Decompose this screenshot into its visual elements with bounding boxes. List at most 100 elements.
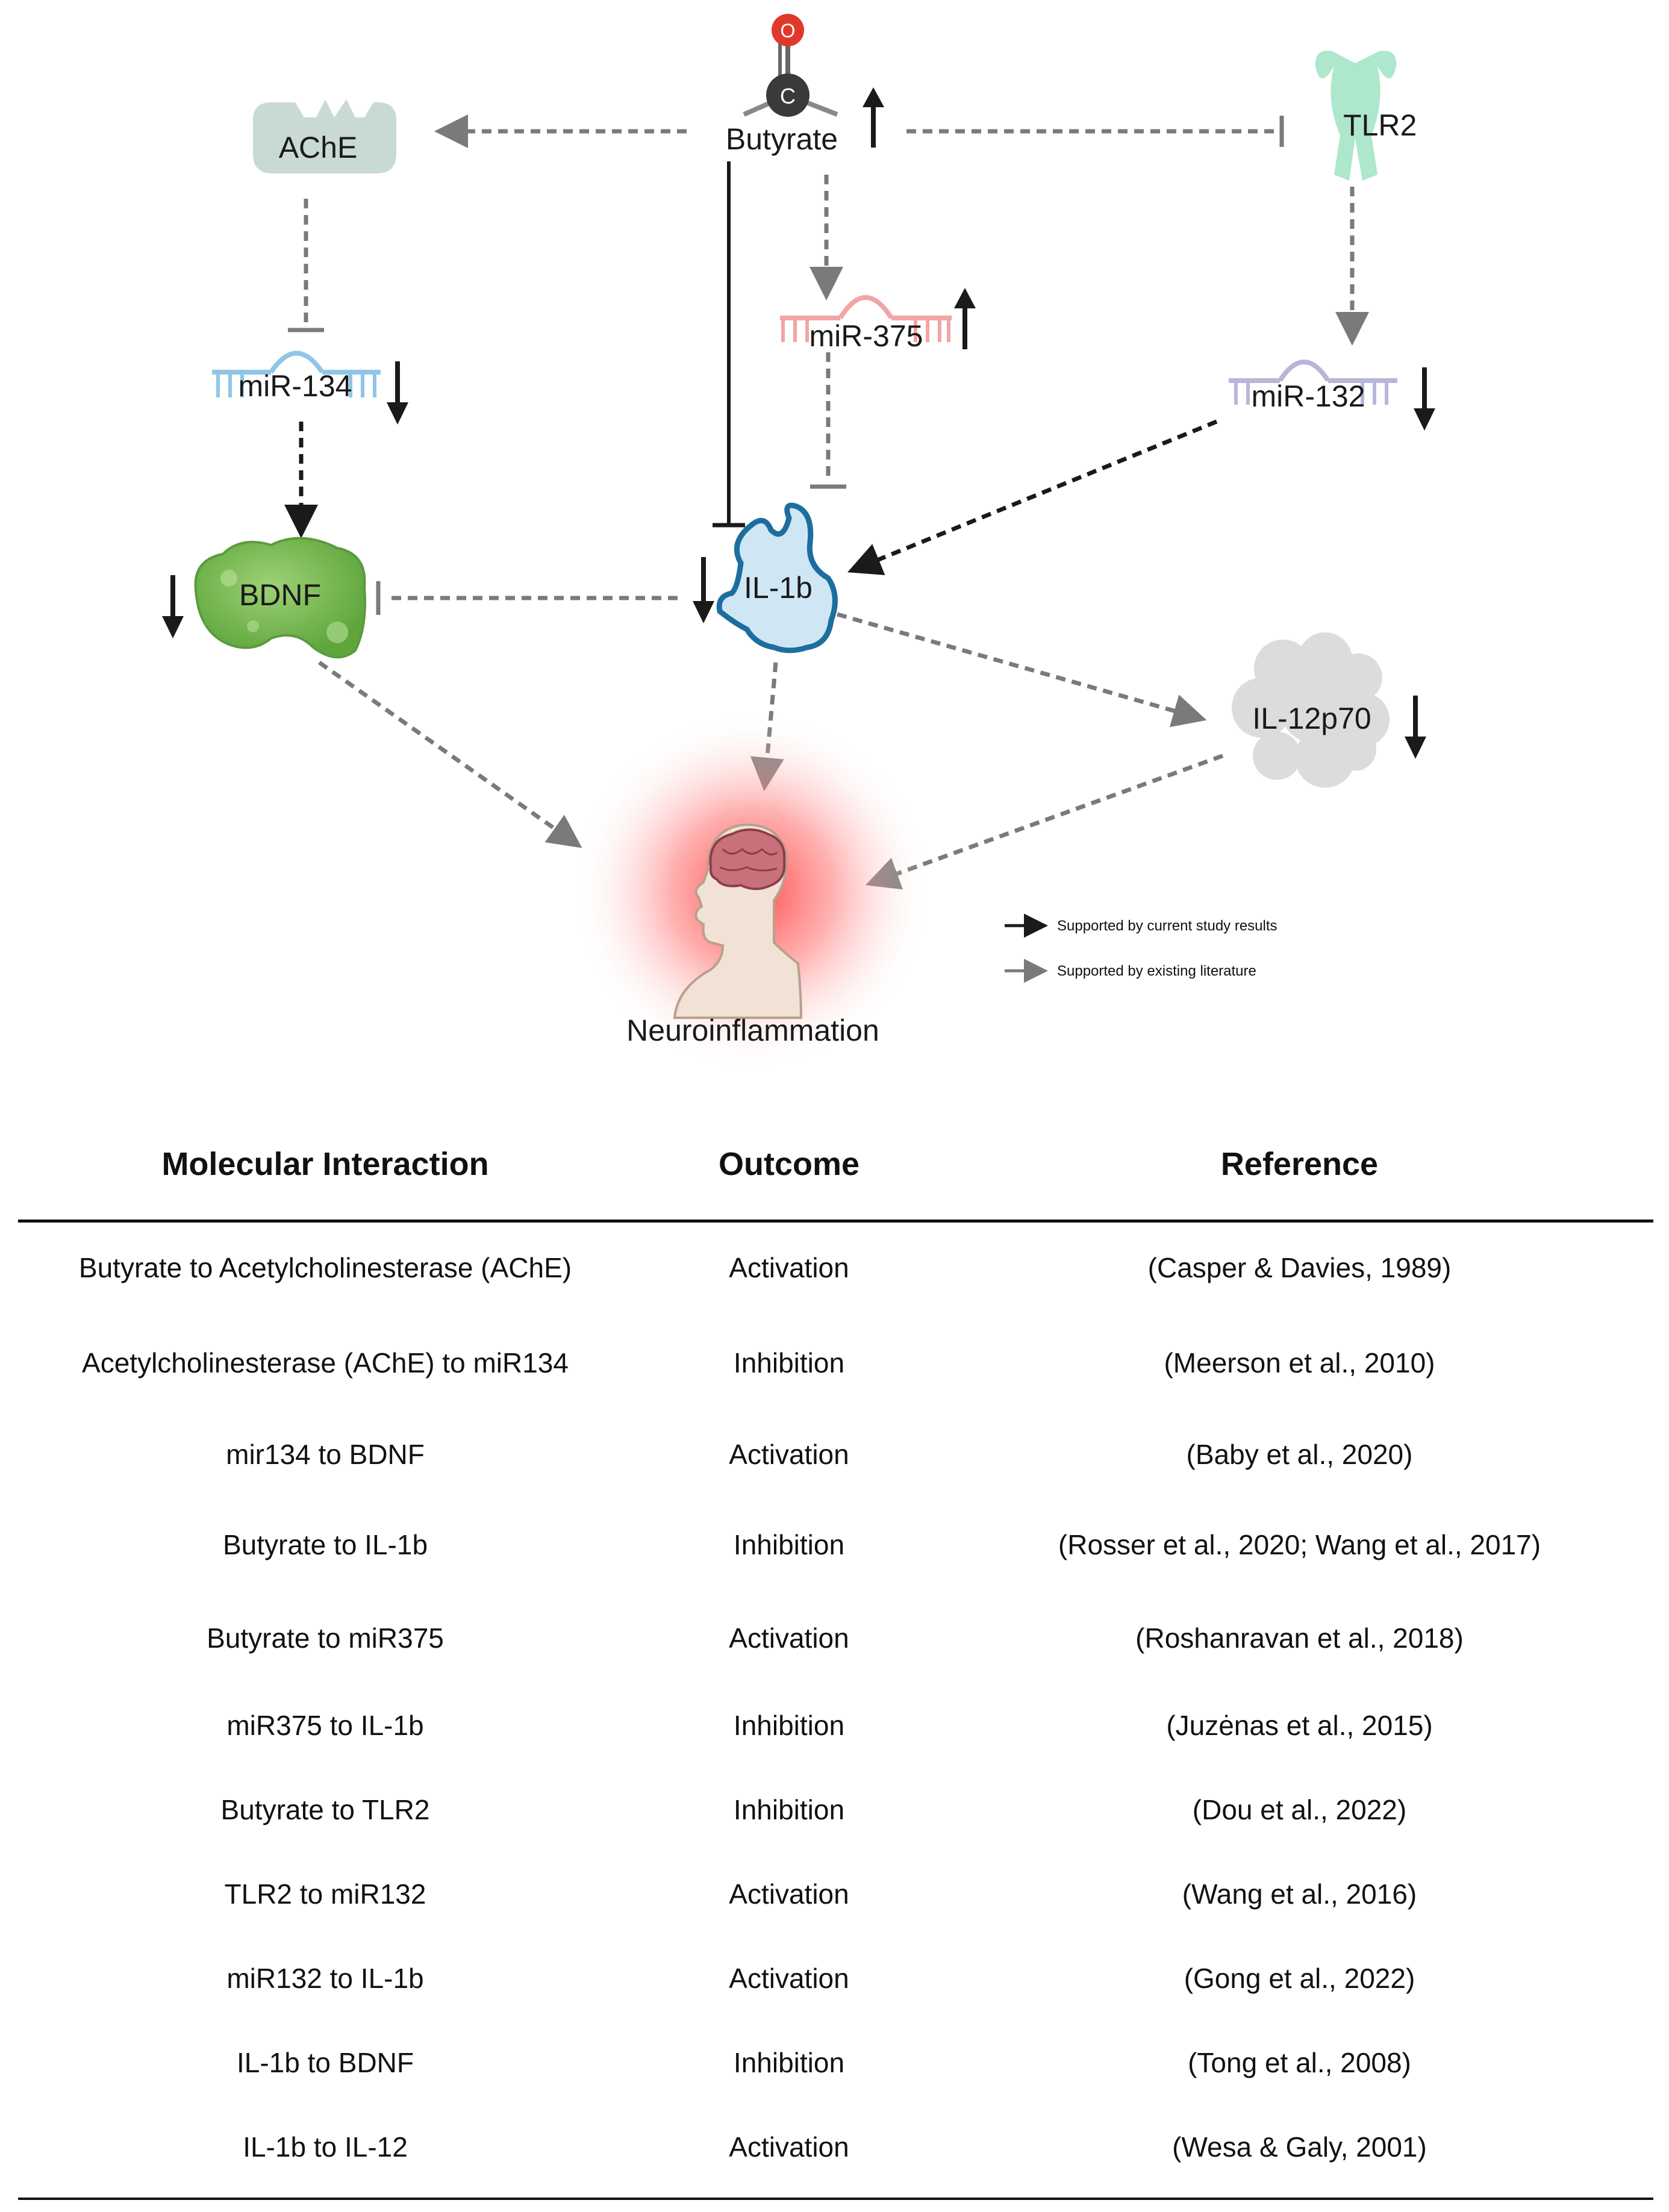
mir134-label: miR-134 <box>239 369 352 403</box>
header-reference: Reference <box>1220 1145 1379 1182</box>
butyrate-label: Butyrate <box>726 122 838 156</box>
cell-interaction: Acetylcholinesterase (AChE) to miR134 <box>82 1347 569 1379</box>
table-row: Butyrate to miR375 Activation (Roshanravan… <box>18 1593 1653 1683</box>
table-row: IL-1b to BDNF Inhibition (Tong et al., 200… <box>18 2020 1653 2105</box>
cell-interaction: miR132 to IL-1b <box>226 1963 424 1994</box>
neuroinflammation-label: Neuroinflammation <box>626 1014 879 1047</box>
cell-outcome: Inhibition <box>733 1529 845 1560</box>
cell-reference: (Tong et al., 2008) <box>1188 2047 1411 2078</box>
butyrate-node: O C Butyrate <box>726 14 838 156</box>
il12-shape <box>1232 632 1390 788</box>
bdnf-node: BDNF <box>194 537 366 659</box>
mir132-node: miR-132 <box>1229 360 1397 413</box>
brain-icon <box>709 828 786 890</box>
butyrate-up-arrow <box>863 87 884 148</box>
carbon-atom <box>766 73 810 117</box>
cell-interaction: Butyrate to IL-1b <box>222 1529 428 1560</box>
cell-interaction: Butyrate to miR375 <box>207 1622 444 1654</box>
il1b-down-arrow <box>693 557 714 623</box>
cell-reference: (Rosser et al., 2020; Wang et al., 2017) <box>1058 1529 1541 1560</box>
tlr2-node: TLR2 <box>1315 51 1417 181</box>
il12-label: IL-12p70 <box>1252 702 1371 735</box>
cell-reference: (Meerson et al., 2010) <box>1164 1347 1435 1379</box>
cell-interaction: mir134 to BDNF <box>226 1439 425 1470</box>
cell-outcome: Activation <box>729 1878 849 1910</box>
bdnf-shape <box>194 537 366 659</box>
il1b-label: IL-1b <box>744 571 813 605</box>
oxygen-atom-label: O <box>781 20 796 42</box>
ache-label: AChE <box>279 131 358 164</box>
cell-outcome: Activation <box>729 2131 849 2163</box>
cell-outcome: Activation <box>729 1622 849 1654</box>
il12-down-arrow <box>1405 696 1426 759</box>
table-row: IL-1b to IL-12 Activation (Wesa & Galy, 20… <box>18 2105 1653 2189</box>
table-row: miR132 to IL-1b Activation (Gong et al., 2… <box>18 1936 1653 2020</box>
cell-reference: (Wesa & Galy, 2001) <box>1172 2131 1427 2163</box>
il1b-node: IL-1b <box>716 502 838 653</box>
mir132-teeth <box>1234 381 1388 405</box>
cell-reference: (Casper & Davies, 1989) <box>1147 1252 1452 1283</box>
table-row: Butyrate to Acetylcholinesterase (AChE) A… <box>18 1223 1653 1313</box>
header-outcome: Outcome <box>718 1145 860 1182</box>
cell-reference: (Juzėnas et al., 2015) <box>1166 1710 1433 1741</box>
cell-reference: (Wang et al., 2016) <box>1182 1878 1417 1910</box>
interaction-table: Molecular Interaction Outcome Reference … <box>18 1108 1653 2200</box>
mir134-node: miR-134 <box>212 350 381 403</box>
cell-outcome: Activation <box>729 1963 849 1994</box>
head-icon <box>673 823 803 1019</box>
table-row: Butyrate to IL-1b Inhibition (Rosser et al… <box>18 1497 1653 1593</box>
cell-outcome: Inhibition <box>733 1794 845 1825</box>
cell-reference: (Roshanravan et al., 2018) <box>1135 1622 1464 1654</box>
edge-il12-neuroinflammation <box>865 753 1224 890</box>
ache-shape <box>253 99 396 173</box>
legend-current-label: Supported by current study results <box>1057 918 1277 934</box>
edge-il1b-il12 <box>837 612 1207 727</box>
cell-interaction: IL-1b to IL-12 <box>243 2131 408 2163</box>
edge-mir132-il1b <box>847 419 1218 576</box>
header-molecular-interaction: Molecular Interaction <box>161 1145 489 1182</box>
cell-interaction: miR375 to IL-1b <box>226 1710 424 1741</box>
cell-reference: (Gong et al., 2022) <box>1184 1963 1415 1994</box>
mir375-up-arrow <box>954 288 976 349</box>
mir375-teeth <box>781 318 950 342</box>
il12-node: IL-12p70 <box>1232 632 1390 788</box>
table-body: Butyrate to Acetylcholinesterase (AChE) A… <box>18 1223 1653 2189</box>
mir132-shape <box>1229 360 1397 383</box>
cell-interaction: TLR2 to miR132 <box>224 1878 426 1910</box>
tlr2-label: TLR2 <box>1343 108 1417 142</box>
mir375-node: miR-375 <box>780 295 952 353</box>
bdnf-down-arrow <box>162 575 184 638</box>
table-row: Acetylcholinesterase (AChE) to miR134 Inh… <box>18 1313 1653 1412</box>
oxygen-atom <box>772 14 804 46</box>
legend: Supported by current study results Suppo… <box>1005 914 1277 983</box>
ache-node: AChE <box>253 99 396 173</box>
table-row: mir134 to BDNF Activation (Baby et al., 20… <box>18 1412 1653 1497</box>
mir132-down-arrow <box>1414 367 1435 431</box>
cell-reference: (Dou et al., 2022) <box>1192 1794 1407 1825</box>
cell-reference: (Baby et al., 2020) <box>1186 1439 1413 1470</box>
table-bottom-rule <box>18 2198 1653 2200</box>
mir375-label: miR-375 <box>810 319 923 353</box>
edge-bdnf-neuroinflammation <box>317 661 582 849</box>
cell-outcome: Activation <box>729 1439 849 1470</box>
mir134-down-arrow <box>387 361 408 425</box>
pathway-diagram: AChE O C Butyrate TLR2 miR-375 miR-134 <box>162 14 1435 1072</box>
table-row: miR375 to IL-1b Inhibition (Juzėnas et al.… <box>18 1683 1653 1768</box>
cell-outcome: Inhibition <box>733 2047 845 2078</box>
cell-interaction: Butyrate to Acetylcholinesterase (AChE) <box>78 1252 572 1283</box>
cell-interaction: Butyrate to TLR2 <box>220 1794 430 1825</box>
cell-outcome: Inhibition <box>733 1710 845 1741</box>
table-row: TLR2 to miR132 Activation (Wang et al., 20… <box>18 1852 1653 1936</box>
cell-outcome: Inhibition <box>733 1347 845 1379</box>
mir134-teeth <box>216 372 376 397</box>
tlr2-shape <box>1315 51 1397 181</box>
mir375-shape <box>780 295 952 320</box>
table-header-row: Molecular Interaction Outcome Reference <box>18 1108 1653 1223</box>
cell-interaction: IL-1b to BDNF <box>237 2047 414 2078</box>
neuroinflammation-node: Neuroinflammation <box>571 711 932 1072</box>
legend-literature-label: Supported by existing literature <box>1057 963 1256 979</box>
bdnf-label: BDNF <box>239 578 321 612</box>
cell-outcome: Activation <box>729 1252 849 1283</box>
carbon-atom-label: C <box>780 84 796 108</box>
table-row: Butyrate to TLR2 Inhibition (Dou et al., 2… <box>18 1768 1653 1852</box>
